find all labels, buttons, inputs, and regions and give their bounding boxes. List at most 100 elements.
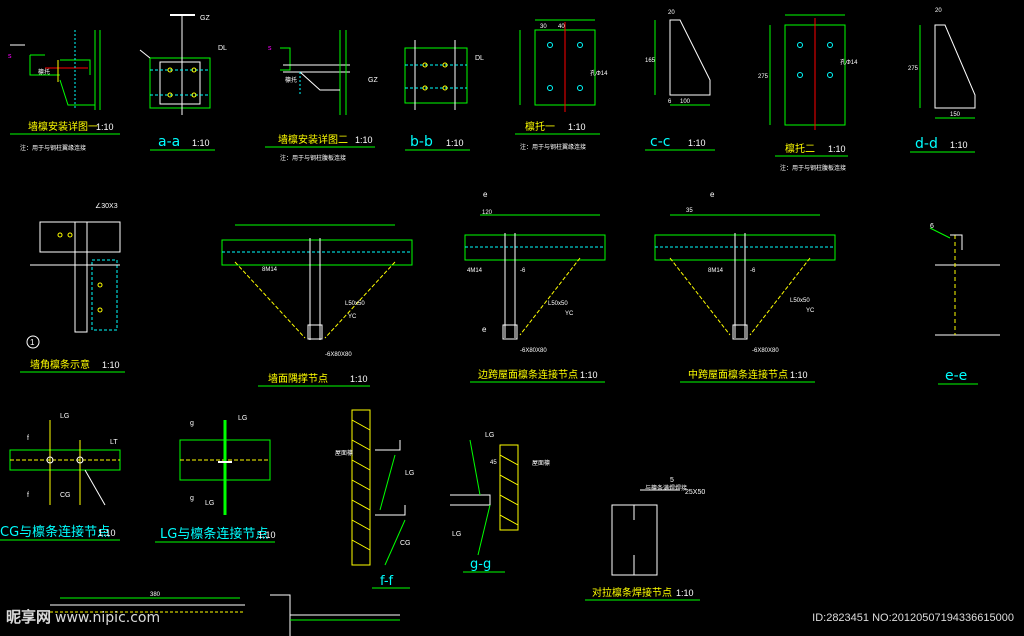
detail-f-f bbox=[351, 409, 406, 566]
detail-edge-roof-purlin-node bbox=[464, 214, 606, 340]
d4-title: b-b bbox=[410, 134, 433, 150]
detail-purlin-bracket-1 bbox=[519, 19, 596, 112]
d7-hole: 孔Φ14 bbox=[840, 58, 858, 66]
d6-title: c-c bbox=[650, 134, 670, 150]
d5-note: 注：用于与钢柱翼缘连接 bbox=[520, 143, 586, 151]
d7-title: 檩托二 bbox=[785, 142, 815, 155]
logo-text: 昵享网 bbox=[6, 608, 52, 626]
e-e-dim-6: 6 bbox=[930, 223, 934, 230]
d14-lt: LT bbox=[110, 439, 118, 446]
detail-lg-purlin-node bbox=[179, 420, 271, 515]
label-lt-1: 檩托 bbox=[38, 68, 50, 76]
d-d-dim-150: 150 bbox=[950, 112, 961, 118]
d1-scale: 1:10 bbox=[96, 122, 114, 132]
d5-dim-40: 40 bbox=[558, 24, 565, 30]
b-b-label-dl: DL bbox=[475, 55, 484, 62]
d17-lg-bottom: LG bbox=[452, 531, 461, 538]
logo-url: www.nipic.com bbox=[55, 610, 161, 626]
d-d-dim-275: 275 bbox=[908, 66, 919, 72]
d11-4m14: 4M14 bbox=[467, 268, 483, 274]
d11-plate: -6X80X80 bbox=[520, 348, 547, 354]
d7-dim-275: 275 bbox=[758, 74, 769, 80]
d18-weld: 与檩条满焊焊接 bbox=[645, 484, 687, 492]
label-s: s bbox=[8, 53, 12, 60]
d3-scale: 1:10 bbox=[355, 135, 373, 145]
d15-scale: 1:10 bbox=[258, 530, 276, 540]
detail-g-g bbox=[450, 439, 519, 556]
d3-title: 墙檩安装详图二 bbox=[278, 133, 348, 146]
d15-g-bottom: g bbox=[190, 495, 194, 502]
d11-120: 120 bbox=[482, 210, 493, 216]
d11-e-bottom: e bbox=[482, 325, 487, 334]
d10-title: 墙面隅撑节点 bbox=[268, 372, 328, 385]
d14-cg: CG bbox=[60, 492, 71, 499]
d11-title: 边跨屋面檩条连接节点 bbox=[478, 368, 578, 381]
d12-yc: YC bbox=[806, 308, 815, 314]
d3-label-s: s bbox=[268, 45, 272, 52]
d10-yc: YC bbox=[348, 314, 357, 320]
d5-dim-30: 30 bbox=[540, 24, 547, 30]
bottom-dim-380: 380 bbox=[150, 592, 161, 598]
detail-wall-purlin-install-1 bbox=[10, 30, 101, 110]
detail-b-b bbox=[404, 40, 468, 110]
d-d-dim-20: 20 bbox=[935, 8, 942, 14]
d16-cg: CG bbox=[400, 540, 411, 547]
d7-note: 注：用于与钢柱腹板连接 bbox=[780, 164, 846, 172]
d5-scale: 1:10 bbox=[568, 122, 586, 132]
c-c-dim-20: 20 bbox=[668, 10, 675, 16]
d10-scale: 1:10 bbox=[350, 374, 368, 384]
d9-num: 1 bbox=[30, 338, 35, 347]
c-c-dim-165: 165 bbox=[645, 58, 656, 64]
d5-title: 檩托一 bbox=[525, 120, 555, 133]
detail-mid-roof-purlin-node bbox=[654, 214, 836, 340]
d12-35: 35 bbox=[686, 208, 693, 214]
d8-title: d-d bbox=[915, 136, 938, 152]
d12-6: -6 bbox=[750, 268, 756, 274]
detail-e-e bbox=[929, 227, 1000, 336]
image-id-text: ID:2823451 NO:20120507194336615000 bbox=[812, 612, 1014, 624]
d15-lg-bottom: LG bbox=[205, 500, 214, 507]
d10-plate: -6X80X80 bbox=[325, 352, 352, 358]
d12-e: e bbox=[710, 190, 715, 199]
d11-yc: YC bbox=[565, 311, 574, 317]
d18-title: 对拉檩条焊接节点 bbox=[592, 586, 672, 599]
detail-corner-purlin bbox=[26, 221, 121, 349]
detail-d-d bbox=[919, 24, 976, 119]
d15-g-top: g bbox=[190, 420, 194, 427]
d3-label-gz: GZ bbox=[368, 77, 378, 84]
d2-title: a-a bbox=[158, 134, 180, 150]
d18-5: 5 bbox=[670, 477, 674, 484]
detail-c-c bbox=[654, 19, 711, 106]
detail-wall-purlin-install-2 bbox=[280, 30, 350, 115]
d12-8m14: 8M14 bbox=[708, 268, 724, 274]
d17-lg-top: LG bbox=[485, 432, 494, 439]
d15-title: LG与檩条连接节点 bbox=[160, 526, 268, 542]
detail-purlin-bracket-2 bbox=[769, 14, 846, 130]
detail-tie-purlin-weld bbox=[611, 489, 680, 576]
d6-scale: 1:10 bbox=[688, 138, 706, 148]
detail-bottom-partial bbox=[50, 594, 400, 636]
d10-l50: L50x50 bbox=[345, 301, 365, 307]
d18-25x50: 25X50 bbox=[685, 489, 705, 496]
d14-title: CG与檩条连接节点 bbox=[0, 524, 110, 540]
c-c-dim-100: 100 bbox=[680, 99, 691, 105]
d17-roof: 屋面檩 bbox=[532, 459, 550, 467]
d12-l50: L50x50 bbox=[790, 298, 810, 304]
d17-title: g-g bbox=[470, 557, 491, 572]
d2-scale: 1:10 bbox=[192, 138, 210, 148]
d11-l50: L50x50 bbox=[548, 301, 568, 307]
d1-note: 注：用于与钢柱翼缘连接 bbox=[20, 144, 86, 152]
d8-scale: 1:10 bbox=[950, 140, 968, 150]
d10-8m14: 8M14 bbox=[262, 267, 278, 273]
d12-plate: -6X80X80 bbox=[752, 348, 779, 354]
d17-45: 45 bbox=[490, 460, 497, 466]
d16-roof: 屋面檩 bbox=[335, 449, 353, 457]
d9-title: 墙角檩条示意 bbox=[30, 358, 90, 371]
d18-scale: 1:10 bbox=[676, 588, 694, 598]
d12-scale: 1:10 bbox=[790, 370, 808, 380]
d11-6: -6 bbox=[520, 268, 526, 274]
d14-f-top: f bbox=[27, 435, 29, 442]
detail-a-a bbox=[139, 14, 211, 115]
